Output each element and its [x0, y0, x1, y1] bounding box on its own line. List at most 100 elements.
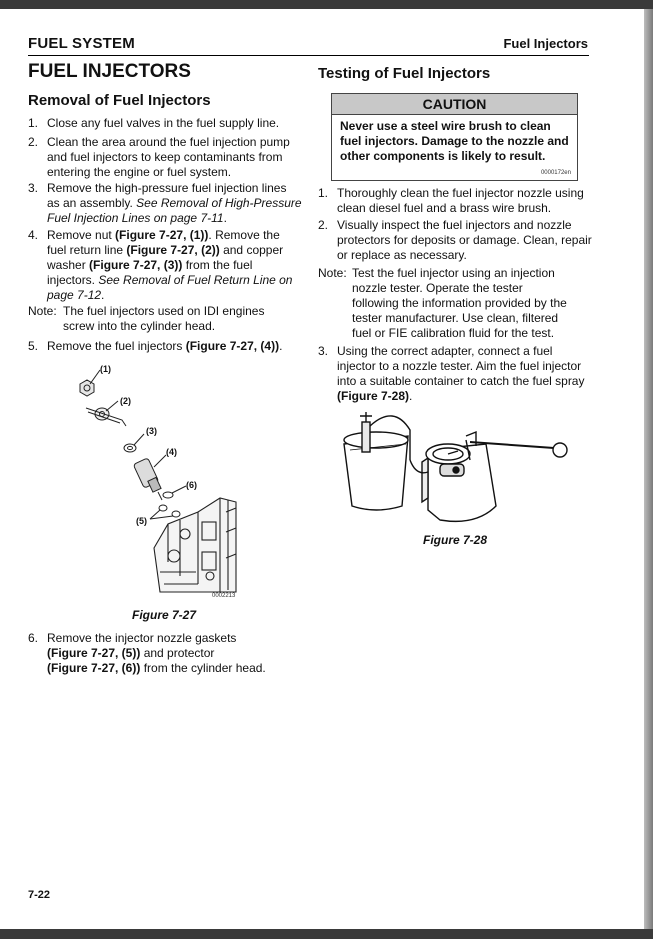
text-run: Using the correct adapter, connect a fue…: [337, 344, 553, 358]
gasket-part: [158, 504, 168, 512]
note-line: tester manufacturer. Use clean, filtered: [352, 311, 559, 325]
text-run: (Figure 7-27, (1)): [115, 228, 209, 242]
text-run: See Removal of High-Pressure: [136, 196, 302, 210]
text-run: Fuel Injection Lines on page 7-11: [47, 211, 224, 225]
caution-line: other components is likely to result.: [340, 149, 546, 163]
return-line-part: [85, 407, 127, 427]
removal-step-1: 1. Close any fuel valves in the fuel sup…: [28, 116, 318, 131]
note-line: The fuel injectors used on IDI engines: [63, 304, 265, 318]
text-run: Visually inspect the fuel injectors and …: [337, 218, 572, 232]
step-number: 2.: [318, 218, 329, 232]
lever-knob: [552, 442, 568, 458]
text-run: into a suitable container to catch the f…: [337, 374, 585, 388]
text-run: fuel return line: [47, 243, 127, 257]
caution-code: 0000172en: [540, 170, 571, 176]
step-text: Visually inspect the fuel injectors and …: [337, 218, 592, 263]
text-line: (Figure 7-28).: [337, 389, 584, 404]
text-run: . Remove the: [208, 228, 280, 242]
text-run: from the cylinder head.: [140, 661, 266, 675]
header-rule: [28, 55, 589, 56]
note-line: fuel or FIE calibration fluid for the te…: [352, 326, 555, 340]
page-title: FUEL INJECTORS: [28, 61, 191, 82]
text-line: protectors for deposits or damage. Clean…: [337, 233, 592, 248]
callout-1: (1): [100, 364, 111, 374]
text-run: Thoroughly clean the fuel injector nozzl…: [337, 186, 584, 200]
note-line: following the information provided by th…: [352, 296, 567, 310]
figure-7-28-illustration: [343, 412, 568, 523]
text-run: as an assembly.: [47, 196, 137, 210]
text-run: (Figure 7-27, (6)): [47, 661, 141, 675]
text-run: entering the engine or fuel system.: [47, 165, 232, 179]
step-number: 1.: [318, 186, 329, 200]
testing-heading: Testing of Fuel Injectors: [318, 65, 491, 82]
text-run: page 7-12: [47, 288, 102, 302]
text-line: fuel return line (Figure 7-27, (2)) and …: [47, 243, 292, 258]
step-number: 5.: [28, 339, 39, 353]
figure-7-27-illustration: (1) (2) (3) (4) (6) (5): [79, 364, 237, 593]
removal-heading: Removal of Fuel Injectors: [28, 92, 211, 109]
spray-container: [343, 431, 409, 511]
text-run: .: [279, 339, 283, 353]
text-run: (Figure 7-27, (3)): [89, 258, 183, 272]
text-line: (Figure 7-27, (6)) from the cylinder hea…: [47, 661, 266, 676]
step-number: 4.: [28, 228, 39, 242]
text-line: entering the engine or fuel system.: [47, 165, 290, 180]
step-number: 3.: [318, 344, 329, 358]
note-line: nozzle tester. Operate the tester: [352, 281, 523, 295]
text-run: protectors for deposits or damage. Clean…: [337, 233, 592, 247]
step-text: Clean the area around the fuel injection…: [47, 135, 290, 180]
text-line: Close any fuel valves in the fuel supply…: [47, 116, 279, 131]
step-text: Remove the injector nozzle gaskets(Figur…: [47, 631, 266, 676]
callout-5: (5): [136, 516, 147, 526]
text-line: or replace as necessary.: [337, 248, 592, 263]
text-run: injectors.: [47, 273, 99, 287]
text-run: Remove the high-pressure fuel injection …: [47, 181, 287, 195]
header-topic: Fuel Injectors: [503, 36, 588, 51]
text-run: Close any fuel valves in the fuel supply…: [47, 116, 280, 130]
text-line: Clean the area around the fuel injection…: [47, 135, 290, 150]
testing-step-3: 3. Using the correct adapter, connect a …: [318, 344, 608, 404]
step-number: 2.: [28, 135, 39, 149]
gasket-part: [171, 510, 181, 518]
text-run: Remove nut: [47, 228, 116, 242]
right-edge-shadow: [644, 9, 653, 929]
text-run: See Removal of Fuel Return Line on: [98, 273, 293, 287]
step-text: Remove nut (Figure 7-27, (1)). Remove th…: [47, 228, 292, 303]
text-line: Visually inspect the fuel injectors and …: [337, 218, 592, 233]
figure-7-28-caption: Figure 7-28: [423, 533, 488, 547]
top-border: [0, 0, 653, 9]
text-line: Remove nut (Figure 7-27, (1)). Remove th…: [47, 228, 292, 243]
caution-box: CAUTION Never use a steel wire brush to …: [331, 93, 578, 181]
removal-step-5: 5. Remove the fuel injectors (Figure 7-2…: [28, 339, 318, 354]
injector-in-container: [360, 412, 411, 460]
text-run: (Figure 7-28): [337, 389, 410, 403]
text-run: from the fuel: [182, 258, 253, 272]
text-line: Thoroughly clean the fuel injector nozzl…: [337, 186, 584, 201]
callout-4: (4): [166, 447, 177, 457]
header-section: FUEL SYSTEM: [28, 35, 135, 52]
text-run: Clean the area around the fuel injection…: [47, 135, 290, 149]
caution-text: Never use a steel wire brush to clean fu…: [340, 119, 572, 164]
text-line: injectors. See Removal of Fuel Return Li…: [47, 273, 292, 288]
text-run: clean diesel fuel and a brass wire brush…: [337, 201, 552, 215]
text-run: .: [223, 211, 227, 225]
text-run: and copper: [219, 243, 284, 257]
removal-step-4: 4. Remove nut (Figure 7-27, (1)). Remove…: [28, 228, 318, 303]
step-text: Remove the high-pressure fuel injection …: [47, 181, 302, 226]
caution-title: CAUTION: [332, 94, 577, 115]
text-run: or replace as necessary.: [337, 248, 467, 262]
text-run: (Figure 7-27, (5)): [47, 646, 141, 660]
text-line: washer (Figure 7-27, (3)) from the fuel: [47, 258, 292, 273]
figure-7-27-caption: Figure 7-27: [132, 608, 197, 622]
text-line: (Figure 7-27, (5)) and protector: [47, 646, 266, 661]
text-line: clean diesel fuel and a brass wire brush…: [337, 201, 584, 216]
text-run: (Figure 7-27, (4)): [185, 339, 280, 353]
removal-step-3: 3. Remove the high-pressure fuel injecti…: [28, 181, 318, 226]
callout-6: (6): [186, 480, 197, 490]
note-label: Note:: [28, 304, 57, 318]
injector-part: [133, 458, 163, 501]
callout-2: (2): [120, 396, 131, 406]
text-run: .: [409, 389, 413, 403]
caution-line: Never use a steel wire brush to clean: [340, 119, 551, 133]
step-number: 6.: [28, 631, 39, 645]
